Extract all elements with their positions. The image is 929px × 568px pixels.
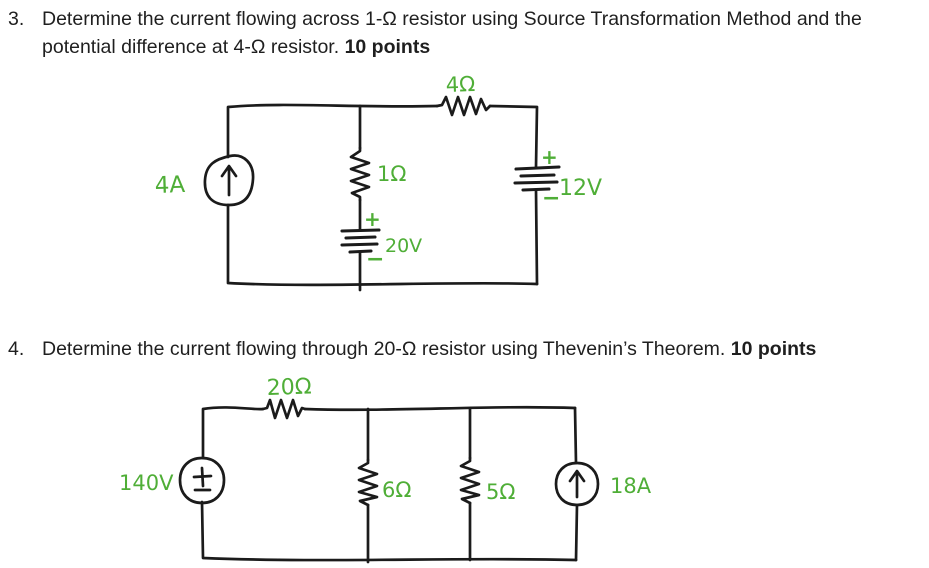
question-3-text: Determine the current flowing across 1-Ω…	[42, 5, 862, 61]
question-3-line1-text: Determine the current flowing across 1-Ω…	[42, 8, 862, 30]
battery-20v-symbol	[340, 228, 381, 254]
battery-20v-plate4	[348, 249, 373, 254]
c3-wire-top-right	[488, 104, 539, 169]
resistor-4ohm-symbol	[435, 95, 492, 117]
label-20v-plus: +	[364, 207, 381, 231]
current-source-18a-circle	[554, 461, 600, 507]
c4-wire-right-lower	[574, 503, 579, 562]
question-3-line2: potential difference at 4-Ω resistor. 10…	[42, 33, 862, 61]
question-4-number: 4.	[8, 338, 25, 360]
question-3-number: 3.	[8, 8, 25, 30]
resistor-5ohm-symbol	[459, 456, 481, 505]
c3-wires	[226, 103, 539, 292]
question-3-line1: Determine the current flowing across 1-Ω…	[42, 5, 862, 33]
resistor-6ohm-symbol	[357, 458, 379, 507]
question-4-text: Determine the current flowing through 20…	[42, 335, 816, 363]
battery-20v-plate1	[340, 228, 381, 233]
label-4ohm: 4Ω	[445, 72, 475, 97]
c4-wires	[200, 405, 579, 564]
up-arrow-icon	[568, 469, 586, 499]
circuit-3-diagram: 4A 1Ω 4Ω + 20V − + 12V −	[154, 72, 602, 292]
label-20v: 20V	[385, 235, 422, 257]
c4-wire-right-upper	[573, 406, 578, 465]
question-4-points: 10 points	[730, 338, 817, 360]
label-20v-minus: −	[366, 247, 384, 272]
battery-12v-plate2	[519, 173, 556, 178]
label-12v-plus: +	[541, 145, 558, 169]
battery-12v-plate3	[513, 180, 559, 185]
resistor-1ohm-symbol	[349, 146, 371, 202]
question-4: 4. Determine the current flowing through…	[8, 335, 816, 363]
label-4a: 4A	[154, 172, 186, 199]
circuit-4-diagram: 140V 20Ω 6Ω 5Ω 18A	[119, 374, 652, 564]
battery-12v-plate1	[514, 165, 561, 171]
label-20ohm: 20Ω	[266, 374, 312, 401]
label-12v-minus: −	[542, 186, 560, 211]
c4-wire-bottom	[200, 500, 578, 562]
c4-wire-top	[303, 405, 577, 412]
c3-wire-right-lower	[534, 188, 539, 286]
current-source-18a-symbol	[554, 461, 600, 507]
up-arrow-icon	[220, 164, 238, 197]
plus-minus-icon	[192, 466, 213, 492]
question-3-line2-text: potential difference at 4-Ω resistor.	[42, 36, 340, 58]
battery-20v-plate3	[340, 242, 379, 247]
current-source-4a-circle	[203, 154, 255, 207]
battery-12v-symbol	[513, 165, 561, 192]
label-18a: 18A	[610, 474, 652, 498]
battery-12v-plate4	[521, 187, 551, 192]
voltage-source-140v-circle	[178, 456, 226, 505]
c3-wire-bottom	[226, 203, 539, 287]
question-3-points: 10 points	[344, 36, 431, 58]
current-source-4a-symbol	[203, 154, 255, 207]
label-1ohm: 1Ω	[377, 162, 406, 186]
question-4-line1: Determine the current flowing through 20…	[42, 335, 816, 363]
label-5ohm: 5Ω	[486, 480, 515, 504]
label-6ohm: 6Ω	[382, 478, 411, 502]
question-3: 3. Determine the current flowing across …	[8, 5, 862, 61]
question-4-line1-text: Determine the current flowing through 20…	[42, 338, 726, 360]
c4-wire-top-left	[201, 406, 265, 460]
label-12v: 12V	[559, 176, 602, 201]
c3-wire-top-left	[226, 103, 439, 159]
resistor-20ohm-symbol	[261, 398, 307, 420]
battery-20v-plate2	[344, 235, 377, 240]
label-140v: 140V	[119, 471, 174, 495]
voltage-source-140v-symbol	[178, 456, 226, 505]
